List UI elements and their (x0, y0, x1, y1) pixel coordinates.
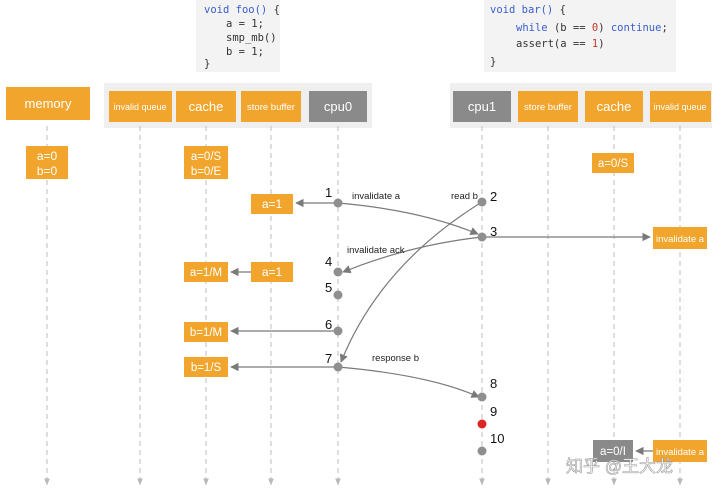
cache0-b1m-box: b=1/M (184, 322, 228, 342)
event-dot-10 (477, 446, 487, 456)
svg-text:store buffer: store buffer (524, 102, 572, 113)
bar-close: } (490, 56, 497, 68)
message-label-invalidate-a: invalidate a (352, 191, 401, 202)
bar-line-2: assert(a == 1) (516, 38, 605, 50)
svg-text:a=0/S: a=0/S (598, 158, 629, 170)
event-dot-1 (333, 198, 343, 208)
svg-text:a=0/I: a=0/I (600, 446, 626, 458)
event-dot-3 (477, 232, 487, 242)
foo-line-3: b = 1; (226, 46, 264, 58)
cache0-initial-state-box: a=0/S b=0/E (184, 146, 228, 179)
svg-text:b=0: b=0 (37, 164, 58, 178)
store-buffer-a1-box-second: a=1 (251, 262, 293, 282)
bar-code-block: void bar() { while (b == 0) continue; as… (484, 0, 676, 72)
invalid-queue-right-box-second: invalidate a (653, 440, 707, 462)
svg-text:cpu1: cpu1 (468, 99, 496, 114)
foo-line-2: smp_mb() (226, 32, 277, 44)
lane-header-cache-left: cache (176, 91, 236, 122)
cache1-a0i-box: a=0/I (593, 440, 633, 462)
lane-header-store-buffer-right: store buffer (518, 91, 578, 122)
svg-text:store buffer: store buffer (247, 102, 295, 113)
cache0-b1s-box: b=1/S (184, 357, 228, 377)
svg-text:a=1/M: a=1/M (190, 267, 222, 279)
memory-state-box: a=0 b=0 (26, 146, 68, 179)
lane-header-cpu0: cpu0 (309, 91, 367, 122)
svg-text:invalid queue: invalid queue (113, 102, 166, 112)
step-label-2: 2 (490, 189, 497, 204)
event-dot-9-assert-fail (477, 419, 487, 429)
svg-text:a=1: a=1 (262, 265, 283, 279)
step-label-4: 4 (325, 254, 332, 269)
invalid-queue-right-box-first: invalidate a (653, 227, 707, 249)
svg-text:cache: cache (189, 99, 224, 114)
event-dot-4 (333, 267, 343, 277)
event-dot-7 (333, 362, 343, 372)
lane-header-cpu1: cpu1 (453, 91, 511, 122)
lane-header-invalid-queue-right: invalid queue (650, 91, 711, 122)
arrow-invalidate-a (337, 202, 479, 235)
event-dot-8 (477, 392, 487, 402)
foo-code-block: void foo() { a = 1; smp_mb() b = 1; } (196, 0, 280, 72)
step-label-1: 1 (325, 185, 332, 200)
svg-text:cache: cache (597, 99, 632, 114)
svg-text:b=0/E: b=0/E (191, 166, 222, 178)
step-label-6: 6 (325, 317, 332, 332)
svg-text:b=1/M: b=1/M (190, 327, 222, 339)
lane-header-store-buffer-left: store buffer (241, 91, 301, 122)
foo-signature: void foo() { (204, 4, 280, 16)
message-label-invalidate-ack: invalidate ack (347, 245, 405, 256)
event-dot-2 (477, 197, 487, 207)
cache1-initial-state-box: a=0/S (592, 153, 634, 173)
step-label-8: 8 (490, 376, 497, 391)
step-label-3: 3 (490, 224, 497, 239)
step-label-10: 10 (490, 431, 504, 446)
svg-text:invalidate a: invalidate a (656, 234, 705, 245)
foo-close: } (204, 58, 211, 70)
step-label-7: 7 (325, 351, 332, 366)
message-label-response-b: response b (372, 353, 419, 364)
event-dot-6 (333, 326, 343, 336)
foo-line-1: a = 1; (226, 18, 264, 30)
svg-text:cpu0: cpu0 (324, 99, 352, 114)
bar-signature: void bar() { (490, 4, 566, 16)
svg-text:invalid queue: invalid queue (653, 102, 706, 112)
step-label-5: 5 (325, 280, 332, 295)
bar-line-1: while (b == 0) continue; (516, 22, 668, 34)
lane-header-cache-right: cache (585, 91, 643, 122)
svg-text:b=1/S: b=1/S (191, 362, 222, 374)
lane-header-invalid-queue-left: invalid queue (109, 91, 172, 122)
lane-header-memory: memory (6, 87, 90, 120)
arrow-invalidate-ack (342, 236, 483, 274)
event-dot-5 (333, 290, 343, 300)
message-label-read-b: read b (451, 191, 478, 202)
svg-text:a=0: a=0 (37, 149, 58, 163)
step-label-9: 9 (490, 404, 497, 419)
svg-text:memory: memory (25, 96, 72, 111)
svg-text:a=1: a=1 (262, 197, 283, 211)
arrow-read-b (339, 201, 483, 363)
svg-text:invalidate a: invalidate a (656, 447, 705, 458)
arrow-response-b (337, 366, 480, 398)
store-buffer-a1-box-first: a=1 (251, 194, 293, 214)
cache0-a1m-box: a=1/M (184, 262, 228, 282)
watermark: 知乎 @王大龙 (566, 457, 673, 476)
svg-text:a=0/S: a=0/S (191, 151, 222, 163)
